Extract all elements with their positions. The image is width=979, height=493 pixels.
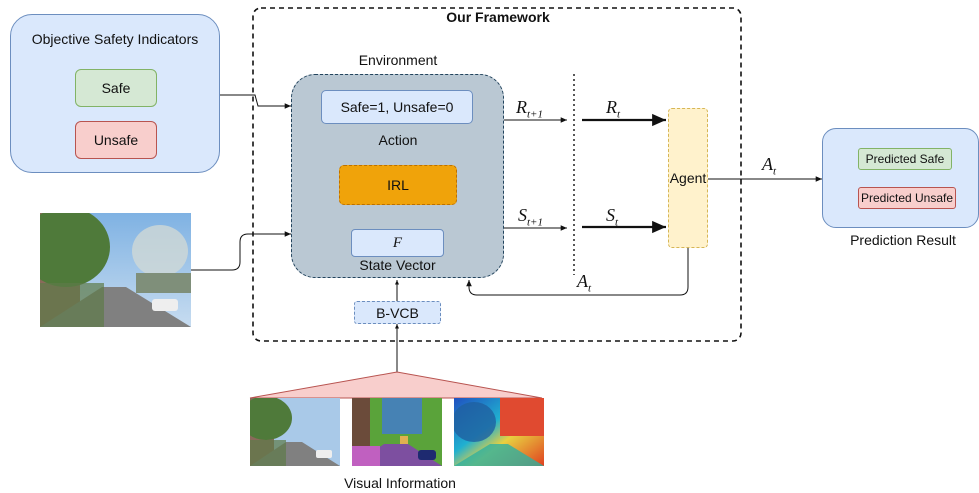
action-feedback-arrow (466, 248, 689, 296)
photo-to-env-arrow (191, 231, 291, 271)
reward-next-label: Rt+1 (516, 97, 543, 121)
state-vector-label: State Vector (359, 257, 436, 273)
visual-info-title: Visual Information (344, 475, 456, 491)
reward-t-subscript: t (617, 108, 621, 121)
indicators-title: Objective Safety Indicators (31, 31, 199, 47)
indicator-unsafe: Unsafe (75, 121, 157, 159)
reward-rule-box: Safe=1, Unsafe=0 (321, 90, 473, 124)
reward-next-subscript: t+1 (527, 108, 543, 121)
framework-title: Our Framework (439, 10, 557, 24)
agent-box: Agent (668, 108, 708, 248)
indicator-safe: Safe (75, 69, 157, 107)
action-back-symbol: A (577, 271, 588, 291)
state-t-subscript: t (615, 216, 619, 229)
irl-box: IRL (339, 165, 457, 205)
predicted-unsafe: Predicted Unsafe (858, 187, 956, 209)
state-next-label: St+1 (518, 205, 543, 229)
action-out-label: At (762, 154, 776, 178)
framework-boundary (252, 7, 742, 342)
state-t-label: St (606, 205, 618, 229)
prediction-panel: Predicted Safe Predicted Unsafe (822, 128, 979, 228)
action-label: Action (378, 132, 418, 148)
state-next-symbol: S (518, 205, 527, 225)
action-out-symbol: A (762, 154, 773, 174)
environment-title: Environment (358, 52, 438, 68)
visual-segmentation-image (352, 398, 442, 466)
action-back-subscript: t (588, 282, 592, 295)
environment-box: Safe=1, Unsafe=0 Action IRL F State Vect… (291, 74, 504, 278)
predicted-safe: Predicted Safe (858, 148, 952, 170)
f-box: F (351, 229, 444, 257)
visual-fan (249, 371, 543, 399)
indicators-to-env-arrow (220, 94, 291, 109)
reward-t-symbol: R (606, 97, 617, 117)
street-photo (40, 213, 191, 327)
bvcb-box: B-VCB (354, 301, 441, 324)
action-out-subscript: t (773, 165, 777, 178)
reward-t-label: Rt (606, 97, 620, 121)
state-next-subscript: t+1 (527, 216, 543, 229)
indicators-panel: Objective Safety Indicators Safe Unsafe (10, 14, 220, 173)
action-back-label: At (577, 271, 591, 295)
state-t-symbol: S (606, 205, 615, 225)
visual-original-image (250, 398, 340, 466)
reward-next-symbol: R (516, 97, 527, 117)
prediction-title: Prediction Result (850, 232, 956, 248)
visual-depth-image (454, 398, 544, 466)
